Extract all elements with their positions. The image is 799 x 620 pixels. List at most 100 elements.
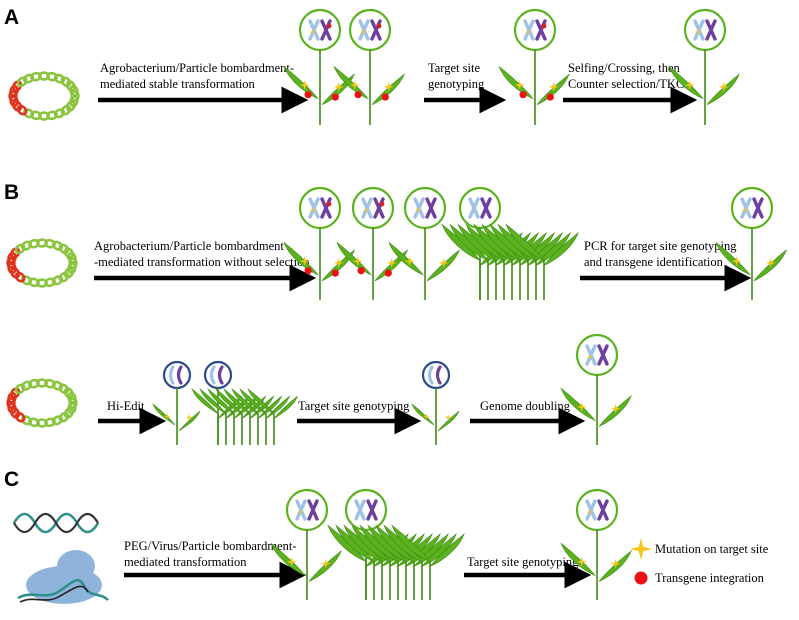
chromosome-arm: [585, 344, 597, 366]
chromosome-arm: [693, 19, 705, 41]
leaf-right: [421, 533, 457, 568]
genotype-circle: [730, 186, 774, 230]
mutation-star-icon: [310, 29, 316, 35]
cas-rnp-complex-icon: [12, 512, 109, 604]
cas-protein-lobe: [57, 550, 95, 582]
leaf-left: [560, 542, 596, 577]
arrows: [94, 86, 752, 589]
mutation-star-icon: [299, 80, 310, 91]
leaf-right: [543, 232, 579, 267]
plasmid-link: [46, 71, 58, 82]
label-a-step1-line1: Agrobacterium/Particle bombardment-: [100, 61, 294, 75]
leaf-left: [239, 388, 267, 414]
mutation-star-icon: [352, 256, 363, 267]
chromosome-arm: [427, 365, 434, 385]
plasmid-link: [7, 391, 17, 404]
plasmid-link: [67, 251, 77, 264]
mutation-star-icon: [422, 412, 430, 420]
plant-population: [191, 360, 299, 445]
chromosome-arm: [308, 19, 320, 41]
genotype-circle: [513, 8, 557, 52]
legend-mutation-label: Mutation on target site: [655, 542, 769, 556]
chromosome-arm: [320, 19, 332, 41]
leaf-right: [437, 410, 460, 432]
plant: [152, 360, 201, 445]
plasmid-link: [63, 387, 74, 399]
mutation-star-icon: [576, 401, 587, 412]
label-hi-step2: Target site genotyping: [298, 399, 410, 413]
plasmid-link: [28, 277, 40, 288]
plasmid-link: [12, 80, 23, 92]
plasmid-link: [69, 95, 79, 108]
leaf-right: [249, 395, 275, 419]
chromosome-arm: [307, 499, 319, 521]
plant: [283, 8, 355, 125]
leaf-right: [265, 395, 291, 419]
chromosome-arm: [354, 499, 366, 521]
mutation-star-icon: [286, 556, 297, 567]
mutation-star-icon: [731, 256, 742, 267]
legend-transgene-label: Transgene integration: [655, 571, 765, 585]
mutation-star-icon: [765, 257, 776, 268]
chromosome-arm: [361, 197, 373, 219]
mutation-star-icon: [514, 80, 525, 91]
plasmid-b1: [6, 238, 78, 288]
plasmid-link: [67, 402, 77, 415]
mutation-star-icon: [587, 509, 593, 515]
chromosome-arm: [413, 197, 425, 219]
plant: [498, 8, 570, 125]
mutation-star-icon: [383, 81, 394, 92]
plasmid-link: [10, 247, 21, 259]
transgene-insert-mark: [326, 23, 332, 29]
plasmid-link: [51, 240, 64, 251]
chromosome-arm: [425, 197, 437, 219]
plasmid-link: [30, 110, 42, 121]
mutation-star-icon: [163, 412, 171, 420]
genotype-circle: [298, 8, 342, 52]
leaf-right: [429, 533, 465, 568]
plasmid-link: [9, 95, 19, 108]
plasmid-link: [51, 380, 64, 391]
label-b-step2-line1: PCR for target site genotyping: [584, 239, 737, 253]
transgene-dot-icon: [384, 269, 392, 277]
leaf-right: [273, 395, 299, 419]
leaf-left: [388, 241, 424, 276]
label-b-step1-line2: -mediated transformation without selecti…: [94, 255, 310, 269]
plasmid-link: [70, 90, 80, 102]
plasmid-link: [65, 100, 76, 112]
leaf-left: [283, 65, 319, 100]
leaf-right: [257, 395, 283, 419]
leaf-right: [535, 232, 571, 267]
plasmid-link: [6, 397, 16, 409]
genotype-circle: [575, 488, 619, 532]
plasmid-link: [12, 100, 23, 112]
leaf-left: [247, 388, 275, 414]
guide-dna-strand-2: [19, 585, 89, 603]
plasmid-link: [7, 262, 17, 275]
chromosome-arm: [176, 365, 183, 385]
transgene-dot-icon: [331, 93, 339, 101]
transgene-dot-icon: [519, 91, 527, 99]
panel-letter-b: B: [4, 181, 19, 204]
plasmid-link: [63, 267, 74, 279]
genotype-circle: [344, 488, 388, 532]
plasmid-link: [10, 407, 21, 419]
chromosome-arm: [308, 197, 320, 219]
chromosome-arm: [468, 197, 480, 219]
chromosome-arm: [597, 499, 609, 521]
chromosome-arm: [370, 19, 382, 41]
plasmid-link: [58, 383, 70, 395]
chromosome-arm: [585, 499, 597, 521]
chromosome-arm: [752, 197, 764, 219]
plasmid-b2: [6, 378, 78, 428]
chromosome-arm: [535, 19, 547, 41]
label-b-step2-line2: and transgene identification: [584, 255, 724, 269]
plasmid-link: [7, 251, 17, 264]
plasmid-link: [10, 387, 21, 399]
transgene-insert-mark: [326, 201, 332, 207]
transgene-dot-icon: [304, 267, 312, 275]
genotype-circle: [285, 488, 329, 532]
plasmid-link: [14, 411, 26, 423]
leaf-left: [199, 388, 227, 414]
